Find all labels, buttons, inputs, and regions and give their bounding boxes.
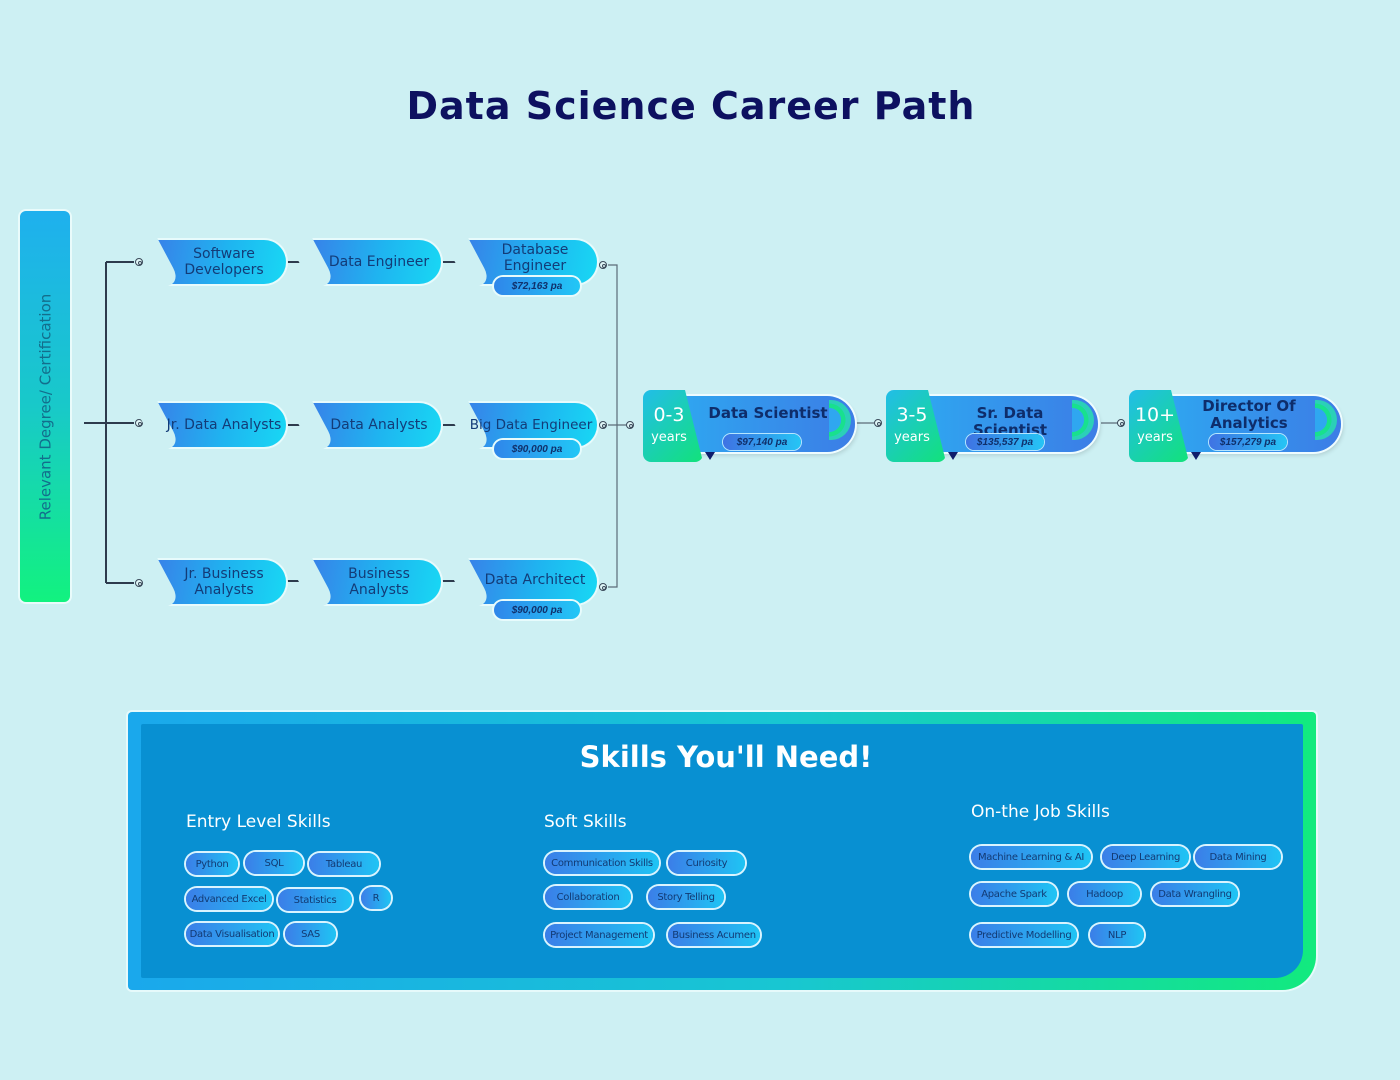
skills-title: Skills You'll Need! xyxy=(579,740,873,774)
salary-badge: $97,140 pa xyxy=(723,434,801,450)
skill-chip: Apache Spark xyxy=(971,883,1057,905)
years-label: years xyxy=(651,430,687,445)
skill-chip: Data Mining xyxy=(1195,846,1281,868)
skill-chip: SAS xyxy=(285,923,336,945)
salary-badge: $90,000 pa xyxy=(494,440,580,458)
node-data-architect[interactable]: Data Architect xyxy=(461,560,597,604)
salary-badge: $135,537 pa xyxy=(966,434,1044,450)
stage-director-of-analytics[interactable]: 10+ years Director Of Analytics $157,279… xyxy=(1129,390,1341,462)
salary-badge: $72,163 pa xyxy=(494,277,580,295)
stage-cap xyxy=(1072,400,1094,440)
connector-dot xyxy=(599,583,607,591)
connector-lines xyxy=(84,261,1118,588)
skill-chip: Story Telling xyxy=(648,886,724,908)
connector-dot xyxy=(626,421,634,429)
role-title: Data Scientist xyxy=(708,404,828,422)
role-title: Director Of Analytics xyxy=(1202,397,1296,432)
connector-dot xyxy=(135,258,143,266)
salary-badge: $157,279 pa xyxy=(1209,434,1287,450)
stage-sr-data-scientist[interactable]: 3-5 years Sr. Data Scientist $135,537 pa xyxy=(886,390,1098,462)
node-database-engineer[interactable]: Database Engineer xyxy=(461,240,597,284)
connector-dot xyxy=(599,261,607,269)
skill-chip: Data Visualisation xyxy=(186,923,278,945)
connector-dot xyxy=(599,421,607,429)
skill-chip: NLP xyxy=(1090,924,1144,946)
skill-chip: Project Management xyxy=(545,924,653,946)
skill-chip: Communication Skills xyxy=(545,852,659,874)
node-data-analysts[interactable]: Data Analysts xyxy=(305,403,441,447)
node-software-developers[interactable]: Software Developers xyxy=(150,240,286,284)
entry-skills-heading: Entry Level Skills xyxy=(186,812,331,832)
node-jr-data-analysts[interactable]: Jr. Data Analysts xyxy=(150,403,286,447)
skill-chip: Deep Learning xyxy=(1102,846,1189,868)
connector-dot xyxy=(135,579,143,587)
pointer-icon xyxy=(948,452,958,460)
skill-chip: Tableau xyxy=(309,853,379,875)
skill-chip: R xyxy=(361,887,391,909)
stage-data-scientist[interactable]: 0-3 years Data Scientist $97,140 pa xyxy=(643,390,855,462)
stage-cap xyxy=(829,400,851,440)
skill-chip: Business Acumen xyxy=(668,924,760,946)
page-title: Data Science Career Path xyxy=(406,84,976,128)
years-range: 10+ xyxy=(1134,404,1176,426)
job-skills-heading: On-the Job Skills xyxy=(971,802,1110,822)
node-jr-business-analysts[interactable]: Jr. Business Analysts xyxy=(150,560,286,604)
skill-chip: Advanced Excel xyxy=(186,888,272,910)
skill-chip: Python xyxy=(186,853,238,875)
skill-chip: Statistics xyxy=(278,889,352,911)
years-range: 0-3 xyxy=(653,404,685,426)
years-label: years xyxy=(1137,430,1173,445)
years-range: 3-5 xyxy=(896,404,928,426)
skill-chip: Machine Learning & AI xyxy=(971,846,1091,868)
years-label: years xyxy=(894,430,930,445)
soft-skills-heading: Soft Skills xyxy=(544,812,627,832)
skill-chip: Hadoop xyxy=(1069,883,1140,905)
skill-chip: Predictive Modelling xyxy=(971,924,1077,946)
node-business-analysts[interactable]: Business Analysts xyxy=(305,560,441,604)
degree-bar xyxy=(20,211,70,602)
skill-chip: SQL xyxy=(245,852,303,874)
salary-badge: $90,000 pa xyxy=(494,601,580,619)
connector-dot xyxy=(1117,419,1125,427)
skill-chip: Data Wrangling xyxy=(1152,883,1238,905)
node-data-engineer[interactable]: Data Engineer xyxy=(305,240,441,284)
node-big-data-engineer[interactable]: Big Data Engineer xyxy=(461,403,597,447)
skill-chip: Curiosity xyxy=(668,852,745,874)
pointer-icon xyxy=(705,452,715,460)
skill-chip: Collaboration xyxy=(545,886,631,908)
pointer-icon xyxy=(1191,452,1201,460)
stage-cap xyxy=(1315,400,1337,440)
connector-dot xyxy=(874,419,882,427)
